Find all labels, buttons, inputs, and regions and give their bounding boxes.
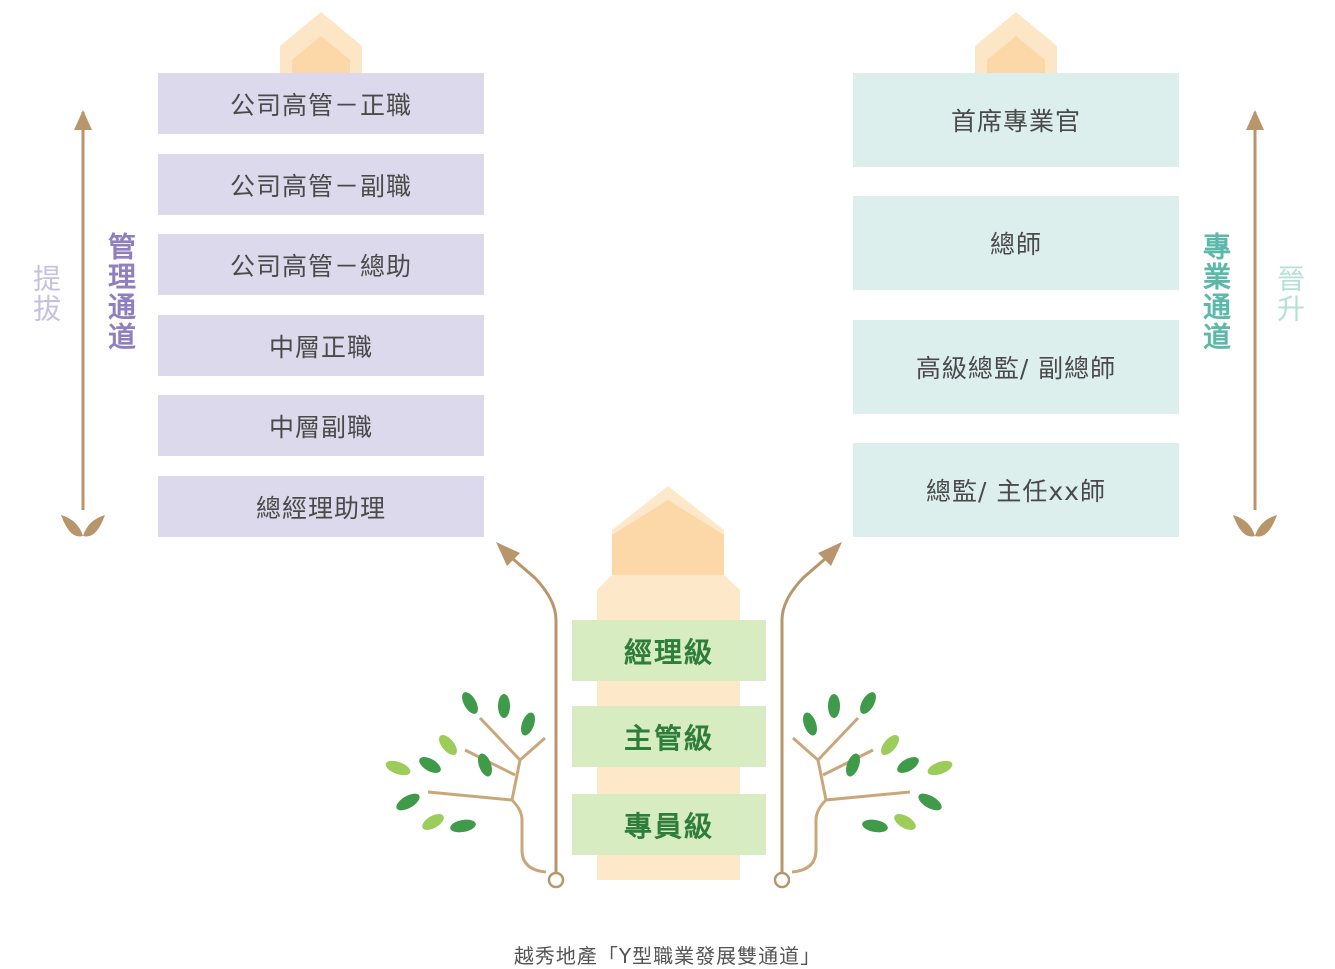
professional-level-label: 首席專業官	[950, 107, 1081, 136]
right-curved-arrow-icon	[773, 542, 842, 889]
management-level-label: 中層正職	[268, 332, 373, 362]
base-level-label: 專員級	[623, 809, 714, 843]
professional-level-box: 總師	[853, 196, 1179, 290]
left-tree-icon	[385, 692, 547, 874]
base-level-box: 經理級	[572, 620, 766, 681]
right-house-roof-icon	[975, 12, 1057, 73]
management-level-label: 公司高管－總助	[229, 251, 412, 281]
management-level-box: 總經理助理	[158, 476, 484, 537]
professional-level-label: 高級總監/ 副總師	[915, 354, 1117, 383]
management-level-box: 公司高管－正職	[158, 73, 484, 134]
professional-channel-label: 專業通道	[1199, 232, 1232, 352]
left-vertical-arrow-icon	[61, 110, 105, 537]
management-level-box: 公司高管－副職	[158, 154, 484, 215]
center-house-icon	[597, 486, 740, 880]
professional-level-label: 總監/ 主任xx師	[926, 477, 1106, 506]
management-level-box: 中層副職	[158, 395, 484, 456]
management-channel-label: 管理通道	[104, 232, 137, 352]
left-curved-arrow-icon	[496, 542, 565, 889]
right-tree-icon	[791, 692, 953, 874]
management-level-label: 中層副職	[268, 412, 373, 442]
management-level-label: 公司高管－正職	[229, 90, 412, 120]
management-level-label: 公司高管－副職	[229, 171, 412, 201]
professional-level-box: 總監/ 主任xx師	[853, 443, 1179, 537]
right-vertical-arrow-icon	[1233, 110, 1277, 537]
diagram-caption: 越秀地產「Y型職業發展雙通道」	[513, 944, 822, 968]
management-level-label: 總經理助理	[255, 493, 386, 523]
management-level-box: 中層正職	[158, 315, 484, 376]
base-level-box: 專員級	[572, 794, 766, 855]
left-house-roof-icon	[280, 12, 362, 73]
professional-side-label: 晉升	[1273, 264, 1306, 324]
management-side-label: 提拔	[29, 264, 62, 324]
base-level-label: 主管級	[623, 721, 714, 755]
management-level-box: 公司高管－總助	[158, 234, 484, 295]
professional-level-box: 高級總監/ 副總師	[853, 320, 1179, 414]
professional-level-box: 首席專業官	[853, 73, 1179, 167]
base-level-box: 主管級	[572, 706, 766, 767]
professional-level-label: 總師	[989, 230, 1042, 259]
base-level-label: 經理級	[623, 635, 714, 669]
